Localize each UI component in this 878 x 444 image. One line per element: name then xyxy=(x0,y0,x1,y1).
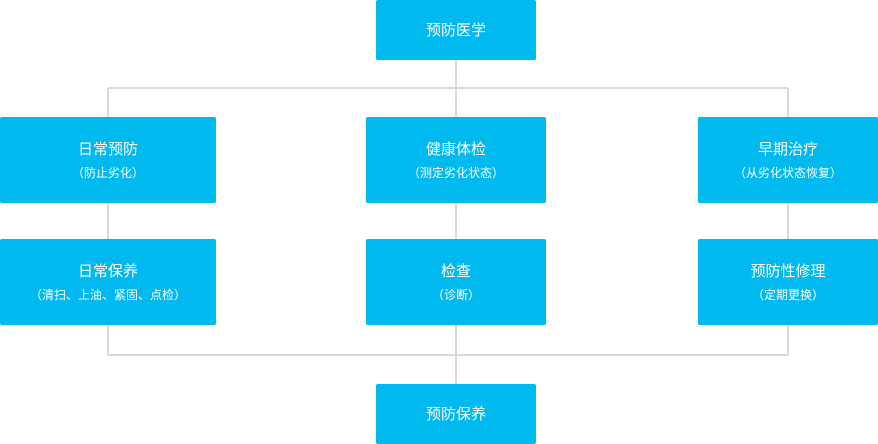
node-subtitle: （防止劣化） xyxy=(71,166,144,180)
node-subtitle: （诊断） xyxy=(431,288,480,302)
node-inspection: 检查 （诊断） xyxy=(366,239,546,325)
node-title: 日常保养 xyxy=(77,262,138,280)
node-title: 预防保养 xyxy=(425,405,486,423)
node-subtitle: （测定劣化状态） xyxy=(407,166,504,180)
node-daily-maintenance: 日常保养 （清扫、上油、紧固、点检） xyxy=(0,239,216,325)
node-title: 检查 xyxy=(440,262,471,280)
node-daily-prevention: 日常预防 （防止劣化） xyxy=(0,117,216,203)
node-preventive-medicine: 预防医学 xyxy=(376,0,536,60)
node-subtitle: （定期更换） xyxy=(751,288,824,302)
node-title: 预防医学 xyxy=(425,21,486,39)
node-title: 日常预防 xyxy=(77,140,138,158)
node-health-checkup: 健康体检 （测定劣化状态） xyxy=(366,117,546,203)
node-subtitle: （清扫、上油、紧固、点检） xyxy=(29,288,186,302)
node-early-treatment: 早期治疗 （从劣化状态恢复） xyxy=(698,117,878,203)
node-subtitle: （从劣化状态恢复） xyxy=(733,166,842,180)
node-title: 早期治疗 xyxy=(757,140,818,158)
node-preventive-repair: 预防性修理 （定期更换） xyxy=(698,239,878,325)
node-title: 预防性修理 xyxy=(750,262,826,280)
node-title: 健康体检 xyxy=(425,140,486,158)
node-preventive-maintenance: 预防保养 xyxy=(376,384,536,444)
